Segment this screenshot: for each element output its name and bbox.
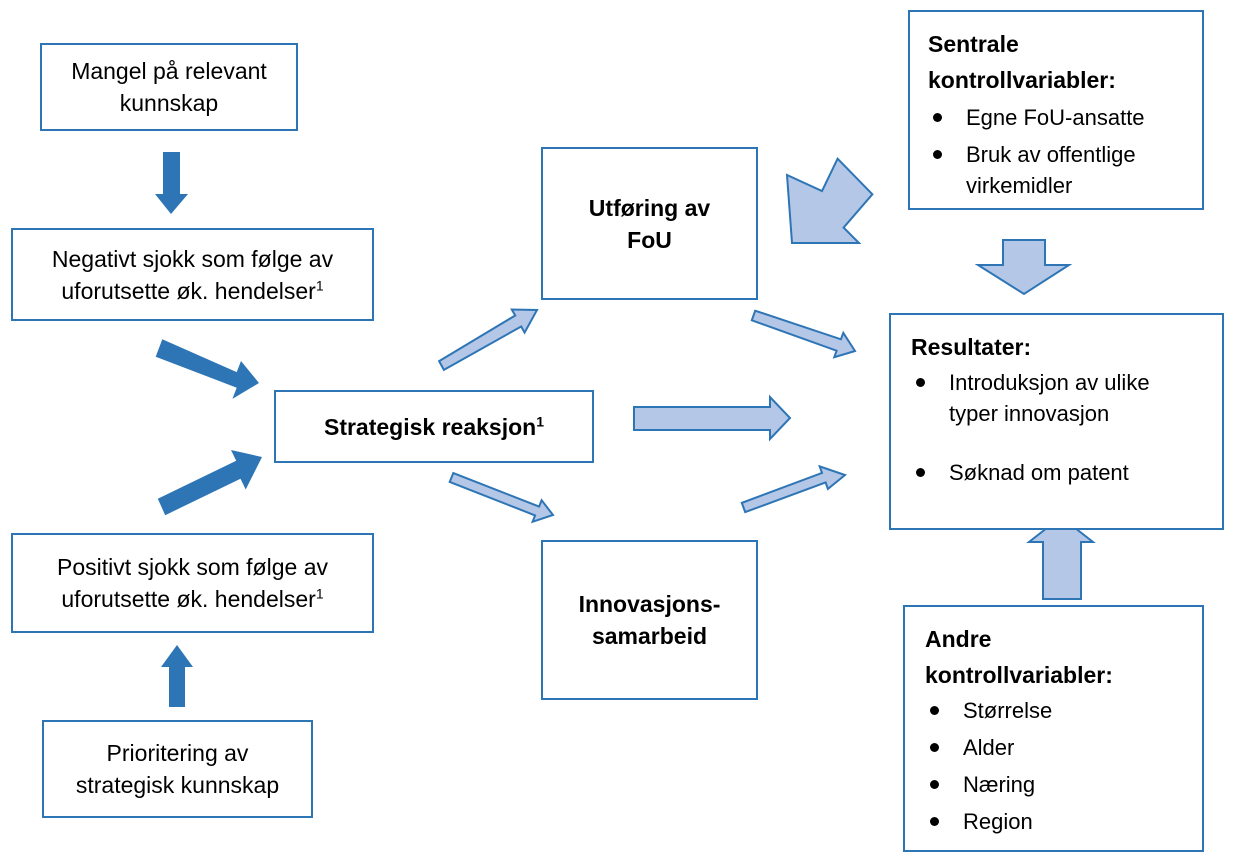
sentrale-item-line: virkemidler xyxy=(966,173,1073,198)
arrow-negativt-to-strategisk xyxy=(155,339,259,399)
positivt-line1: Positivt sjokk som følge av xyxy=(57,554,328,580)
prioritering-line1: Prioritering av xyxy=(106,740,249,766)
arrow-fou-to-resultater xyxy=(750,309,857,359)
fou-line1: Utføring av xyxy=(588,194,711,221)
innovasjon-line1: Innovasjons- xyxy=(578,591,721,617)
bullet-icon xyxy=(930,780,939,789)
strategisk-footnote: 1 xyxy=(536,412,544,429)
fou-line2: FoU xyxy=(627,226,672,253)
resultater-item: Introduksjon av ulike typer innovasjon xyxy=(911,367,1202,429)
innovasjon-line2: samarbeid xyxy=(591,623,708,649)
negativt-box: Negativt sjokk som følge av uforutsette … xyxy=(11,228,374,321)
andre-title-line2: kontrollvariabler: xyxy=(925,662,1113,688)
arrow-strategisk-to-innovasjon xyxy=(448,471,555,524)
bullet-icon xyxy=(916,468,925,477)
positivt-footnote: 1 xyxy=(315,585,324,602)
prioritering-line2: strategisk kunnskap xyxy=(75,772,280,798)
sentrale-item: Egne FoU-ansatte xyxy=(928,102,1184,133)
strategisk-box: Strategisk reaksjon1 xyxy=(274,390,594,463)
bullet-icon xyxy=(930,817,939,826)
resultater-item-line: Introduksjon av ulike xyxy=(949,370,1150,395)
andre-item: Næring xyxy=(925,769,1182,800)
bullet-icon xyxy=(930,743,939,752)
prioritering-box: Prioritering av strategisk kunnskap xyxy=(42,720,313,818)
positivt-box: Positivt sjokk som følge av uforutsette … xyxy=(11,533,374,633)
sentrale-box: Sentrale kontrollvariabler: Egne FoU-ans… xyxy=(908,10,1204,210)
arrow-sentrale-to-fou xyxy=(785,156,874,244)
sentrale-title-line2: kontrollvariabler: xyxy=(928,67,1116,93)
arrow-prioritering-to-positivt xyxy=(161,645,193,707)
andre-item-label: Størrelse xyxy=(963,698,1053,723)
bullet-icon xyxy=(933,150,942,159)
resultater-list: Introduksjon av ulike typer innovasjon S… xyxy=(911,367,1202,488)
resultater-title: Resultater: xyxy=(911,334,1032,360)
mangel-box: Mangel på relevant kunnskap xyxy=(40,43,298,131)
mangel-line1: Mangel på relevant xyxy=(71,58,267,84)
arrow-strategisk-to-fou xyxy=(437,308,539,372)
bullet-icon xyxy=(933,113,942,122)
arrow-innovasjon-to-resultater xyxy=(740,464,848,514)
mangel-line2: kunnskap xyxy=(119,90,219,116)
sentrale-item: Bruk av offentlige virkemidler xyxy=(928,139,1184,201)
strategisk-label-wrap: Strategisk reaksjon1 xyxy=(324,411,544,443)
sentrale-title-line1: Sentrale xyxy=(928,31,1019,57)
fou-box: Utføring av FoU xyxy=(541,147,758,300)
arrow-positivt-to-strategisk xyxy=(157,450,262,516)
sentrale-list: Egne FoU-ansatte Bruk av offentlige virk… xyxy=(928,102,1184,201)
arrow-strategisk-to-resultater xyxy=(633,394,792,442)
andre-list: Størrelse Alder Næring Region xyxy=(925,695,1182,837)
andre-item-label: Næring xyxy=(963,772,1036,797)
andre-box: Andre kontrollvariabler: Størrelse Alder… xyxy=(903,605,1204,852)
bullet-icon xyxy=(916,378,925,387)
sentrale-item-line: Egne FoU-ansatte xyxy=(966,105,1145,130)
negativt-line2-wrap: uforutsette øk. hendelser1 xyxy=(61,275,323,307)
andre-item: Alder xyxy=(925,732,1182,763)
resultater-item-line: Søknad om patent xyxy=(949,460,1129,485)
arrow-mangel-to-negativt xyxy=(155,152,188,214)
arrow-sentrale-to-resultater xyxy=(974,239,1073,296)
sentrale-item-line: Bruk av offentlige xyxy=(966,142,1136,167)
innovasjon-box: Innovasjons- samarbeid xyxy=(541,540,758,700)
bullet-icon xyxy=(930,706,939,715)
strategisk-label: Strategisk reaksjon xyxy=(323,413,537,440)
andre-item: Størrelse xyxy=(925,695,1182,726)
negativt-line2: uforutsette øk. hendelser xyxy=(61,277,316,304)
negativt-line1: Negativt sjokk som følge av xyxy=(51,245,334,272)
positivt-line2-wrap: uforutsette øk. hendelser1 xyxy=(61,583,323,615)
andre-item-label: Alder xyxy=(963,735,1015,760)
resultater-box: Resultater: Introduksjon av ulike typer … xyxy=(889,313,1224,530)
negativt-footnote: 1 xyxy=(315,276,324,293)
andre-item-label: Region xyxy=(963,809,1033,834)
andre-title-line1: Andre xyxy=(925,626,992,652)
andre-item: Region xyxy=(925,806,1182,837)
resultater-item-line: typer innovasjon xyxy=(949,401,1110,426)
positivt-line2: uforutsette øk. hendelser xyxy=(61,586,316,612)
resultater-item: Søknad om patent xyxy=(911,457,1202,488)
